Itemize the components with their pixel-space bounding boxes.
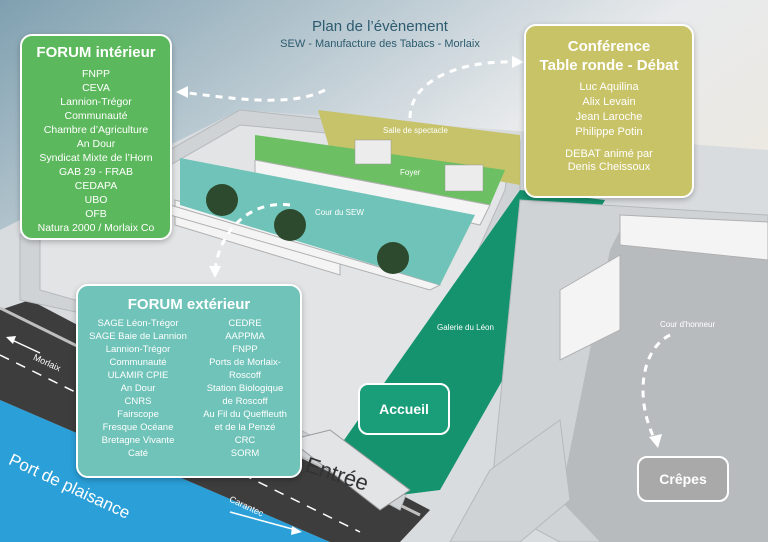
conference-debate-2: Denis Cheissoux: [567, 161, 651, 173]
foyer-grid-2: [444, 164, 484, 192]
forum-exterieur-item: ULAMIR CPIE: [107, 370, 169, 381]
forum-exterieur-item: SAGE Léon-Trégor: [97, 318, 179, 329]
arrow-head-3: [209, 266, 221, 278]
label-cour-sew: Cour du SEW: [315, 208, 364, 217]
arrow-head-2: [512, 56, 524, 68]
arrow-morlaix-head: [6, 336, 16, 344]
foyer-area: [255, 135, 505, 205]
forum-exterieur-item: AAPPMA: [225, 331, 265, 342]
label-salle: Salle de spectacle: [383, 126, 448, 135]
forum-exterieur-item: Fresque Océane: [102, 422, 174, 433]
forum-exterieur-item: Fairscope: [117, 409, 159, 420]
arrow-carantec-head: [291, 526, 302, 535]
forum-exterieur-item: Communauté: [109, 357, 167, 368]
arrow-cour-to-forum-ext: [213, 202, 291, 271]
conference-speaker: Luc Aquilina: [579, 81, 639, 93]
forum-exterieur-item: Ports de Morlaix-: [209, 357, 281, 368]
forum-exterieur-item: SORM: [230, 448, 260, 459]
forum-exterieur-item: Station Biologique: [206, 383, 284, 394]
conference-speaker: Philippe Potin: [575, 126, 643, 138]
conference-title-2: Table ronde - Débat: [539, 57, 679, 74]
forum-interieur-item: Chambre d’Agriculture: [43, 124, 149, 136]
entrance-pad: [288, 429, 411, 511]
forum-interieur-item: An Dour: [76, 138, 116, 150]
forum-interieur-item: Lannion-Trégor: [60, 96, 132, 108]
tree-1: [206, 184, 238, 216]
arrow-to-crepes: [641, 333, 671, 441]
tree-3: [377, 242, 409, 274]
forum-exterieur-item: et de la Penzé: [214, 422, 276, 433]
forum-exterieur-title: FORUM extérieur: [127, 296, 251, 313]
forum-exterieur-item: Lannion-Trégor: [105, 344, 171, 355]
conference-speaker: Alix Levain: [582, 96, 636, 108]
conference-speaker: Jean Laroche: [575, 111, 643, 123]
right-wall-2: [559, 254, 621, 361]
accueil-box: Accueil: [358, 383, 450, 435]
forum-exterieur-item: Caté: [127, 448, 149, 459]
arrow-morlaix-line: [11, 339, 41, 354]
arrow-foyer-to-forum-interieur: [179, 88, 326, 102]
forum-exterieur-item: CRC: [234, 435, 256, 446]
forum-interieur-item: UBO: [84, 194, 108, 206]
forum-interieur-item: OFB: [85, 208, 107, 220]
label-foyer: Foyer: [400, 168, 421, 177]
forum-exterieur-item: SAGE Baie de Lannion: [89, 331, 187, 342]
forum-interieur-item: Natura 2000 / Morlaix Co: [37, 222, 155, 234]
forum-exterieur-item: Bretagne Vivante: [101, 435, 175, 446]
forum-interieur-item: Syndicat Mixte de l’Horn: [39, 152, 153, 164]
conference-box: Conférence Table ronde - Débat Luc Aquil…: [524, 24, 694, 198]
label-cour-honneur: Cour d’honneur: [660, 320, 716, 329]
forum-exterieur-item: FNPP: [232, 344, 258, 355]
forum-interieur-item: CEVA: [82, 82, 110, 94]
forum-interieur-item: CEDAPA: [74, 180, 118, 192]
page-title: Plan de l’évènement: [312, 18, 448, 35]
right-wall: [619, 214, 768, 261]
conference-debate-1: DEBAT animé par: [565, 148, 653, 160]
conference-title-1: Conférence: [567, 38, 651, 55]
forum-interieur-item: GAB 29 - FRAB: [58, 166, 134, 178]
forum-interieur-item: Communauté: [64, 110, 128, 122]
arrow-to-conference: [408, 60, 519, 119]
forum-exterieur-item: de Roscoff: [222, 396, 268, 407]
forum-exterieur-item: CEDRE: [228, 318, 262, 329]
bottom-building: [449, 419, 571, 542]
page-subtitle: SEW - Manufacture des Tabacs - Morlaix: [280, 38, 480, 50]
forum-exterieur-item: CNRS: [124, 396, 152, 407]
arrow-head-1: [176, 86, 188, 98]
forum-interieur-title: FORUM intérieur: [36, 44, 156, 61]
forum-exterieur-item: Roscoff: [228, 370, 262, 381]
forum-exterieur-item: Au Fil du Queffleuth: [203, 409, 287, 420]
crepes-box: Crêpes: [637, 456, 729, 502]
tree-2: [274, 209, 306, 241]
foyer-grid-1: [354, 139, 392, 165]
arrow-carantec-line: [229, 511, 297, 531]
arrow-head-4: [649, 434, 662, 448]
label-galerie: Galerie du Léon: [437, 323, 494, 332]
forum-interieur-item: FNPP: [81, 68, 110, 80]
forum-exterieur-item: An Dour: [120, 383, 156, 394]
